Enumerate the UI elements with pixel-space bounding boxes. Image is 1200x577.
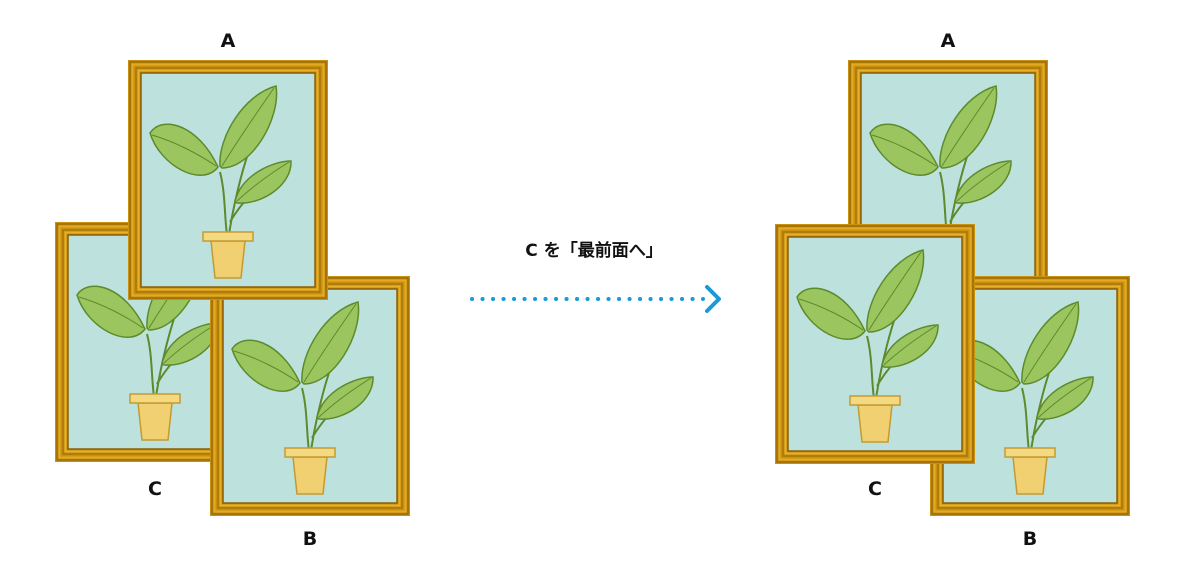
- label-a-after: A: [941, 30, 956, 52]
- label-a-before: A: [221, 30, 236, 52]
- after-group: A C B: [774, 30, 1131, 550]
- label-c-before: C: [148, 478, 162, 500]
- action-caption: C を「最前面へ」: [525, 240, 662, 261]
- label-b-after: B: [1023, 528, 1037, 550]
- picture-b-before: [209, 275, 411, 517]
- picture-c-after: [774, 223, 976, 465]
- label-c-after: C: [868, 478, 882, 500]
- dotted-arrow-icon: [470, 285, 721, 313]
- picture-a-before: [127, 59, 329, 301]
- action-group: C を「最前面へ」: [470, 240, 721, 313]
- label-b-before: B: [303, 528, 317, 550]
- before-group: A C B: [54, 30, 411, 550]
